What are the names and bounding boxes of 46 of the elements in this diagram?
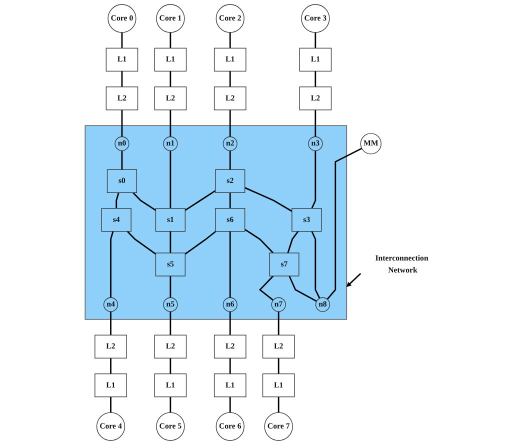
connector	[229, 396, 231, 413]
connector	[278, 312, 280, 336]
connector	[184, 230, 216, 255]
connector	[287, 230, 299, 254]
connector	[170, 110, 172, 137]
connector	[170, 32, 172, 48]
connector	[121, 150, 123, 170]
connector	[121, 110, 123, 137]
connector	[311, 231, 320, 299]
connector	[314, 32, 316, 48]
connector	[229, 32, 231, 48]
connector	[314, 110, 316, 137]
connector	[170, 150, 172, 208]
connector	[110, 358, 112, 374]
connector	[126, 230, 156, 255]
connector	[314, 71, 316, 87]
connector	[121, 32, 123, 48]
connector	[244, 228, 274, 254]
connector	[229, 192, 231, 208]
cluster	[84, 125, 348, 320]
connector	[170, 276, 172, 298]
connector	[184, 190, 216, 211]
connector	[121, 71, 123, 87]
connector	[229, 110, 231, 137]
connector	[288, 276, 317, 302]
connector	[116, 192, 120, 208]
connector	[278, 358, 280, 374]
connector	[110, 396, 112, 413]
connector	[170, 71, 172, 87]
connector	[229, 71, 231, 87]
connector	[170, 312, 172, 336]
connector	[229, 312, 231, 336]
connector	[229, 150, 231, 170]
connector	[132, 192, 156, 211]
connector	[170, 358, 172, 374]
arrow	[346, 272, 362, 287]
connector	[170, 396, 172, 413]
connector	[229, 358, 231, 374]
connector	[110, 312, 112, 336]
connector	[311, 150, 316, 209]
connector	[326, 148, 362, 300]
connector	[278, 396, 280, 413]
connector	[110, 231, 114, 298]
connector	[170, 231, 172, 253]
connector	[229, 231, 231, 298]
connector	[244, 187, 292, 212]
